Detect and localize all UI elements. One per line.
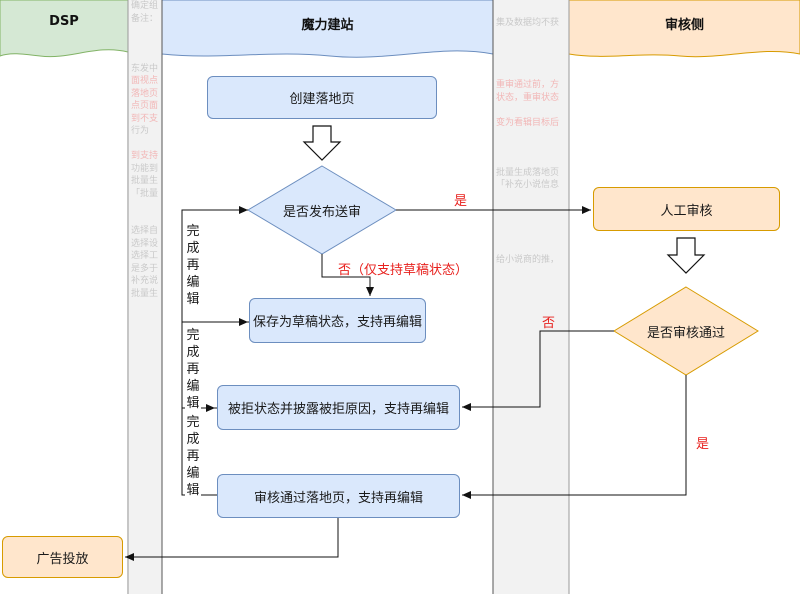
hollow-arrow-review [666, 237, 706, 274]
background-note-line: 批量生成落地页 [496, 167, 560, 178]
loop-label-char: 辑 [186, 396, 200, 411]
background-note-line: 重审通过前，方 [496, 80, 560, 90]
dsp-lane-header [0, 0, 129, 58]
mofang-lane-title: 魔力建站 [301, 18, 354, 33]
loop-label-char: 再 [186, 449, 200, 464]
label-no-publish: 否（仅支持草稿状态） [338, 263, 469, 278]
edge-approved-to-ad [125, 518, 339, 561]
background-note-line: 行为 [131, 126, 150, 136]
mofang-lane-header [161, 0, 494, 58]
label-no-review: 否 [542, 316, 556, 331]
background-note-line: 选择设 [131, 238, 159, 249]
loop-label-char: 完 [186, 328, 200, 343]
background-note-line: 集及数据均不获 [496, 17, 560, 28]
publish-decision-node: 是否发布送审 [282, 204, 361, 220]
dsp-lane-title: DSP [49, 14, 79, 29]
edge-yes-review [462, 375, 687, 499]
background-note-line: 是多于 [131, 263, 159, 274]
background-note-line: 「批量 [131, 188, 159, 199]
background-note-line: 批量生 [131, 288, 159, 299]
background-note-line: 补充说 [131, 276, 159, 286]
save-draft-node: 保存为草稿状态，支持再编辑 [249, 298, 426, 343]
label-yes-publish: 是 [454, 194, 468, 209]
loop-label-char: 再 [186, 362, 200, 377]
loop-label-3: 完成再编辑 [185, 414, 201, 499]
background-note-line: 落地页 [131, 88, 159, 99]
loop-label-char: 成 [186, 345, 200, 360]
background-note-line: 确定组 [131, 1, 159, 11]
loop-label-char: 完 [186, 415, 200, 430]
loop-label-2: 完成再编辑 [185, 327, 201, 412]
loop-label-char: 辑 [186, 292, 200, 307]
loop-label-char: 编 [186, 379, 200, 394]
background-note-line: 东发中 [131, 63, 159, 74]
background-note-line: 变为看辑目标后 [496, 117, 560, 128]
loop-label-char: 再 [186, 258, 200, 273]
background-note-line: 选择工 [131, 251, 159, 261]
background-note-line: 选择自 [131, 226, 159, 236]
ad-delivery-node: 广告投放 [2, 536, 123, 578]
review-lane-header [568, 0, 800, 58]
loop-label-1: 完成再编辑 [185, 223, 201, 308]
loop-label-char: 辑 [186, 483, 200, 498]
loop-label-char: 编 [186, 275, 200, 290]
background-note-line: 状态，重审状态 [496, 92, 560, 103]
background-note-line: 批量生 [131, 176, 159, 186]
loop-label-char: 成 [186, 241, 200, 256]
background-note-line: 备注： [131, 13, 159, 24]
edge-no-review [462, 330, 614, 411]
review-decision-node: 是否审核通过 [646, 325, 725, 341]
background-note-line: 点页面 [131, 101, 159, 111]
create-landing-page-node: 创建落地页 [207, 76, 437, 119]
loop-label-char: 编 [186, 466, 200, 481]
rejected-node: 被拒状态并披露被拒原因，支持再编辑 [217, 385, 460, 430]
background-note-line: 给小说商的推， [496, 255, 560, 265]
loop-label-char: 成 [186, 432, 200, 447]
approved-node: 审核通过落地页，支持再编辑 [217, 474, 460, 518]
background-note-line: 到不支 [131, 113, 159, 124]
label-yes-review: 是 [696, 437, 710, 452]
background-note-line: 功能到 [131, 163, 159, 174]
edge-no-publish [321, 254, 374, 296]
loop-label-char: 完 [186, 224, 200, 239]
manual-review-node: 人工审核 [593, 187, 780, 231]
background-note-line: 面视点 [131, 76, 159, 86]
review-lane-title: 审核侧 [664, 18, 704, 33]
hollow-arrow-mofang [302, 125, 342, 161]
background-note-line: 「补充小说信息 [496, 180, 560, 190]
background-note-line: 到支持 [131, 151, 159, 161]
